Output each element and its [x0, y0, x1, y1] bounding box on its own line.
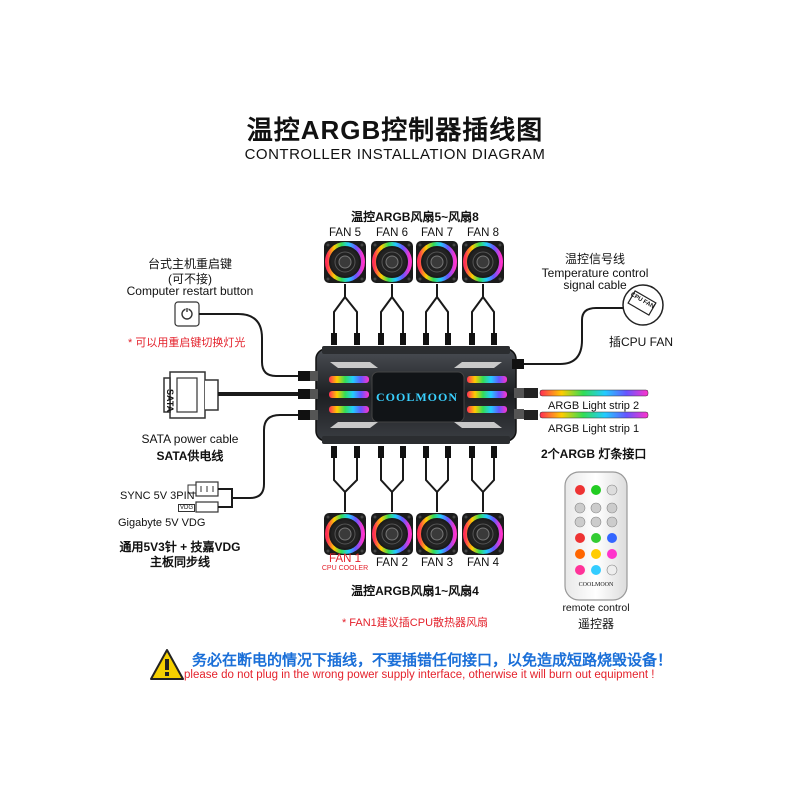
controller-hub: [310, 346, 524, 444]
temp-label-en1: Temperature control: [541, 266, 649, 280]
fan-7-label: FAN 7: [421, 227, 453, 239]
sync-cable: [218, 414, 304, 508]
warning-text-en: please do not plug in the wrong power su…: [184, 669, 655, 681]
temperature-cable: [524, 307, 626, 365]
fan-8-icon: [460, 239, 506, 285]
sync-label-cn2: 主板同步线: [149, 555, 210, 569]
fan-4-label: FAN 4: [467, 557, 499, 569]
fan1-note: * FAN1建议插CPU散热器风扇: [341, 617, 489, 629]
strip-2-label: ARGB Light strip 2: [548, 400, 640, 412]
remote-label-cn: 遥控器: [577, 617, 614, 631]
sync-label: SYNC 5V 3PIN: [120, 490, 195, 502]
remote-brand-label: COOLMOON: [578, 582, 614, 588]
gigabyte-label: Gigabyte 5V VDG: [118, 517, 206, 529]
fan-1-icon: [322, 511, 368, 557]
cpu-fan-header-icon: [622, 284, 664, 326]
page-subtitle: CONTROLLER INSTALLATION DIAGRAM: [244, 146, 546, 163]
fan-2-icon: [369, 511, 415, 557]
fan-1-sublabel: CPU COOLER: [321, 565, 369, 572]
restart-cable: [199, 313, 304, 377]
argb-strip-2-icon: [524, 388, 649, 398]
sata-connector-icon: [163, 371, 219, 419]
fan-3-icon: [414, 511, 460, 557]
sync-label-cn1: 通用5V3针 + 技嘉VDG: [119, 540, 241, 554]
sata-connector-label: SATA: [165, 389, 175, 413]
bottom-fan-cables: [333, 454, 495, 512]
fan-2-label: FAN 2: [376, 557, 408, 569]
fan-1-label: FAN 1: [329, 553, 361, 565]
restart-button-icon: [174, 301, 200, 327]
strip-1-label: ARGB Light strip 1: [548, 423, 640, 435]
fan-5-label: FAN 5: [329, 227, 361, 239]
restart-note: * 可以用重启键切换灯光: [128, 337, 246, 349]
fan-6-icon: [369, 239, 415, 285]
fan-8-label: FAN 8: [467, 227, 499, 239]
top-fans-heading: 温控ARGB风扇5~风扇8: [351, 210, 479, 224]
fan-7-icon: [414, 239, 460, 285]
cpu-fan-plug-label: 插CPU FAN: [609, 335, 674, 349]
warning-icon: [150, 649, 184, 680]
remote-control-icon: [564, 471, 628, 601]
sata-label-en: SATA power cable: [141, 432, 239, 446]
sata-label-cn: SATA供电线: [156, 449, 224, 463]
fan-3-label: FAN 3: [421, 557, 453, 569]
warning-text-cn: 务必在断电的情况下插线，不要插错任何接口，以免造成短路烧毁设备！: [192, 652, 673, 669]
restart-label-en: Computer restart button: [126, 284, 254, 298]
fan-5-icon: [322, 239, 368, 285]
top-fan-plugs: [331, 333, 497, 345]
restart-label-cn: 台式主机重启键: [147, 257, 232, 271]
bottom-fans-heading: 温控ARGB风扇1~风扇4: [351, 584, 479, 598]
strips-label-cn: 2个ARGB 灯条接口: [541, 447, 647, 461]
fan-4-icon: [460, 511, 506, 557]
restart-plug: [298, 371, 310, 381]
bottom-fan-plugs: [331, 446, 497, 458]
page-title: 温控ARGB控制器插线图: [246, 115, 544, 145]
vdg-tag: VDG: [178, 504, 196, 512]
temp-label-cn: 温控信号线: [564, 252, 625, 266]
restart-label-optional: (可不接): [168, 272, 212, 286]
temp-label-en2: signal cable: [563, 278, 627, 292]
fan-6-label: FAN 6: [376, 227, 408, 239]
top-fan-cables: [333, 284, 495, 336]
remote-label-en: remote control: [562, 602, 630, 614]
argb-strip-1-icon: [524, 410, 649, 420]
hub-brand-label: COOLMOON: [376, 390, 458, 404]
